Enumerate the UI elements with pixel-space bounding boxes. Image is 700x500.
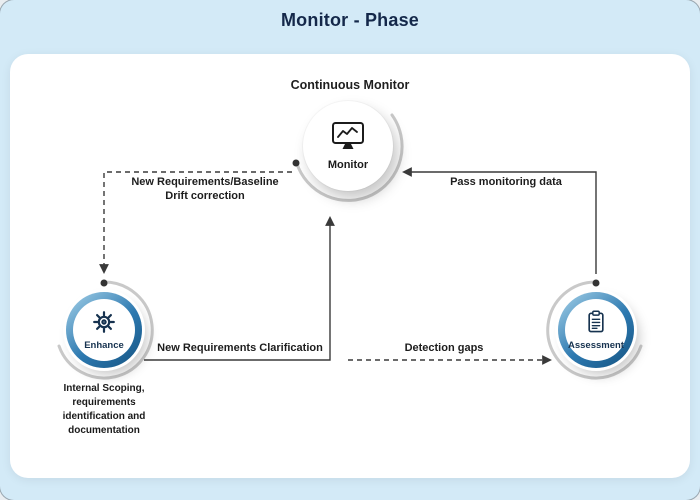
monitor-node-label: Monitor <box>327 159 369 171</box>
edge-label-baseline-drift: New Requirements/Baseline Drift correcti… <box>95 175 315 204</box>
assessment-node-label: Assessment <box>568 339 624 351</box>
node-monitor: Monitor <box>303 101 393 191</box>
page-title: Monitor - Phase <box>280 10 419 30</box>
continuous-monitor-label: Continuous Monitor <box>290 78 410 92</box>
edge-label-detection-gaps: Detection gaps <box>404 342 484 354</box>
clipboard-icon <box>586 310 606 339</box>
enhance-node-label: Enhance <box>84 339 124 351</box>
edge-label-baseline-drift-line1: New Requirements/Baseline <box>131 176 279 188</box>
edge-label-pass-monitoring: Pass monitoring data <box>450 176 562 188</box>
node-enhance: Enhance <box>66 292 142 368</box>
edge-label-baseline-drift-line2: Drift correction <box>165 190 245 203</box>
node-assessment: Assessment <box>558 292 634 368</box>
gear-icon <box>92 310 116 339</box>
monitor-chart-icon <box>330 121 366 156</box>
enhance-note: Internal Scoping, requirements identific… <box>62 383 146 436</box>
edge-label-requirements-clarification: New Requirements Clarification <box>157 342 323 354</box>
